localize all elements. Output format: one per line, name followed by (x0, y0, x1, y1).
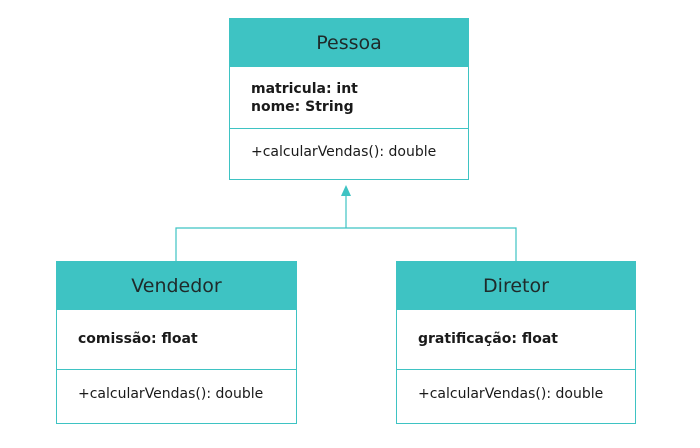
class-vendedor-name: Vendedor (57, 262, 296, 310)
class-pessoa-attributes: matricula: int nome: String (230, 67, 468, 129)
class-diretor-methods: +calcularVendas(): double (397, 370, 635, 423)
class-diretor-attributes: gratificação: float (397, 310, 635, 370)
class-diretor[interactable]: Diretor gratificação: float +calcularVen… (396, 261, 636, 424)
class-pessoa-methods: +calcularVendas(): double (230, 129, 468, 179)
class-vendedor[interactable]: Vendedor comissão: float +calcularVendas… (56, 261, 297, 424)
method-calcular-vendas: +calcularVendas(): double (78, 386, 264, 402)
class-vendedor-attributes: comissão: float (57, 310, 296, 370)
inheritance-line (175, 227, 517, 261)
attribute-nome: nome: String (251, 99, 354, 115)
attribute-gratificacao: gratificação: float (418, 331, 558, 347)
class-pessoa[interactable]: Pessoa matricula: int nome: String +calc… (229, 18, 469, 180)
class-pessoa-name: Pessoa (230, 19, 468, 67)
class-vendedor-methods: +calcularVendas(): double (57, 370, 296, 423)
inheritance-arrowhead-icon (341, 185, 351, 196)
method-calcular-vendas: +calcularVendas(): double (418, 386, 604, 402)
attribute-matricula: matricula: int (251, 81, 358, 97)
class-diretor-name: Diretor (397, 262, 635, 310)
attribute-comissao: comissão: float (78, 331, 198, 347)
method-calcular-vendas: +calcularVendas(): double (251, 144, 437, 160)
